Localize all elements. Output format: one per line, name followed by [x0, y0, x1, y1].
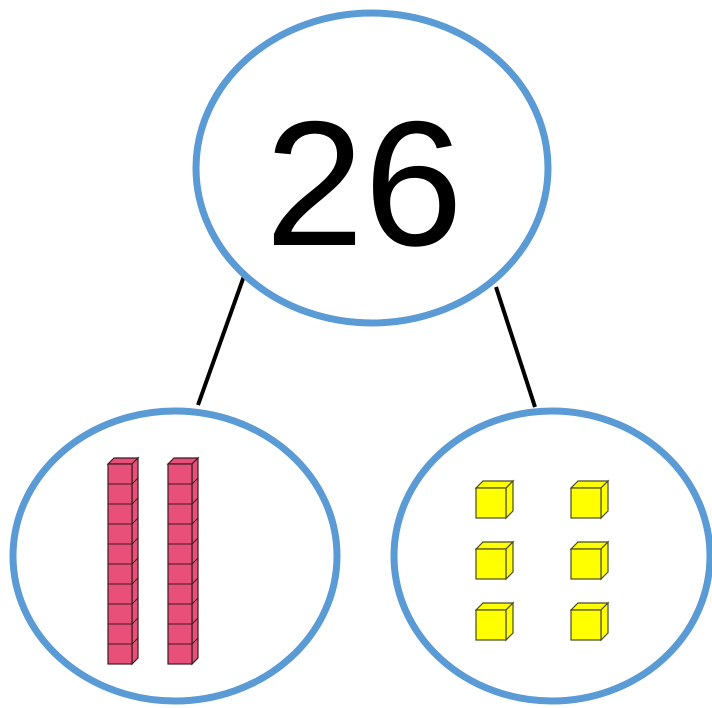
one-cube: [474, 601, 515, 642]
ten-rod: [106, 456, 140, 666]
total-number: 26: [265, 84, 463, 283]
one-cube: [569, 540, 610, 581]
one-cube: [569, 479, 610, 520]
ones-cubes-group: [474, 479, 610, 642]
one-cube: [569, 601, 610, 642]
whole-circle: [192, 9, 552, 327]
connector-line-left: [196, 275, 246, 406]
connector-line-right: [494, 286, 537, 408]
tens-rods-group: [106, 456, 200, 666]
one-cube: [474, 479, 515, 520]
ones-part-circle: [390, 407, 712, 705]
one-cube: [474, 540, 515, 581]
ten-rod: [166, 456, 200, 666]
